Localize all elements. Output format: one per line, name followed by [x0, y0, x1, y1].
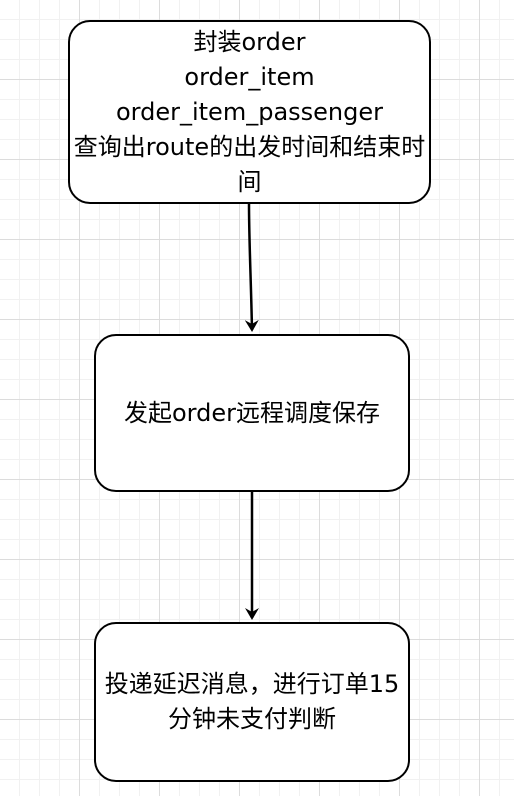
edge-node-1-to-node-2	[244, 203, 259, 332]
node-label: 封装order order_item order_item_passenger …	[73, 27, 426, 196]
node-label: 投递延迟消息，进行订单15分钟未支付判断	[104, 670, 400, 733]
process-node-remote-save[interactable]: 发起order远程调度保存	[94, 334, 410, 492]
process-node-delay-message[interactable]: 投递延迟消息，进行订单15分钟未支付判断	[94, 622, 410, 782]
node-label: 发起order远程调度保存	[124, 398, 380, 427]
process-node-build-order[interactable]: 封装order order_item order_item_passenger …	[68, 20, 431, 204]
